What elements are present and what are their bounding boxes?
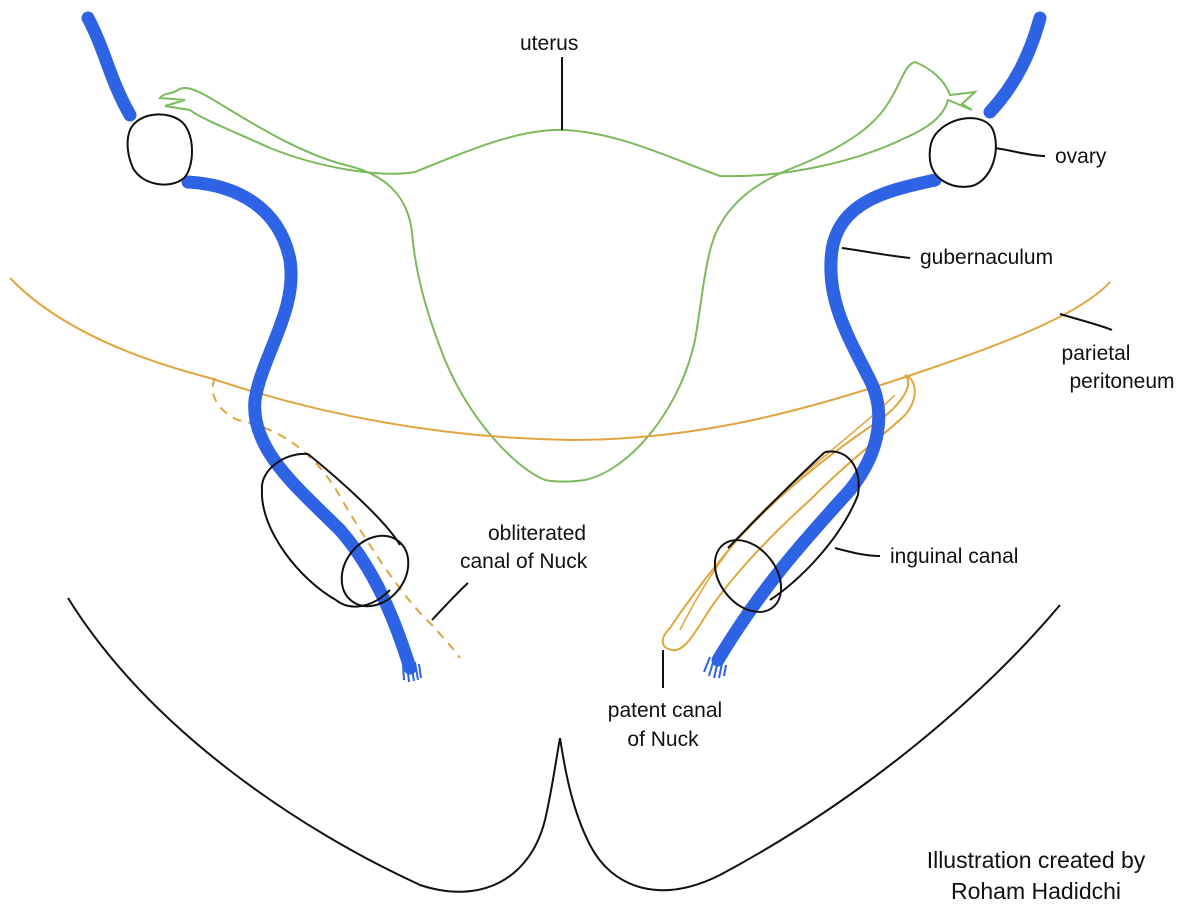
canal-of-nuck-label: canal of Nuck (460, 550, 588, 573)
patent-of-nuck-label: of Nuck (627, 728, 699, 751)
parietal-peritoneum-leader (1060, 314, 1112, 330)
inguinal-canal-right (701, 452, 858, 625)
gubernaculum-left-lower (188, 182, 410, 668)
uterus-outline (160, 62, 975, 482)
inguinal-canal-leader (835, 548, 880, 556)
patent-canal-label: patent canal (608, 699, 722, 722)
parietal-label: parietal (1062, 342, 1131, 365)
patent-canal-inner-line (680, 395, 895, 630)
ovary-left (128, 114, 192, 184)
obliterated-label: obliterated (488, 522, 586, 545)
parietal-peritoneum-line (10, 278, 1110, 440)
credit-line-1: Illustration created by (927, 847, 1146, 873)
gubernaculum-left-upper (88, 18, 130, 115)
credit-line-2: Roham Hadidchi (951, 878, 1121, 904)
gubernaculum-right-upper (990, 18, 1040, 112)
peritoneum-label: peritoneum (1069, 370, 1174, 393)
ovary-label: ovary (1055, 145, 1107, 168)
gubernaculum-label: gubernaculum (920, 246, 1053, 269)
gubernaculum-leader (842, 248, 910, 258)
obliterated-canal-leader (432, 583, 468, 620)
inguinal-canal-label: inguinal canal (890, 545, 1018, 568)
uterus-label: uterus (520, 32, 578, 55)
ovary-right (930, 118, 996, 187)
ovary-leader (995, 148, 1045, 156)
body-contour-left (68, 598, 560, 892)
